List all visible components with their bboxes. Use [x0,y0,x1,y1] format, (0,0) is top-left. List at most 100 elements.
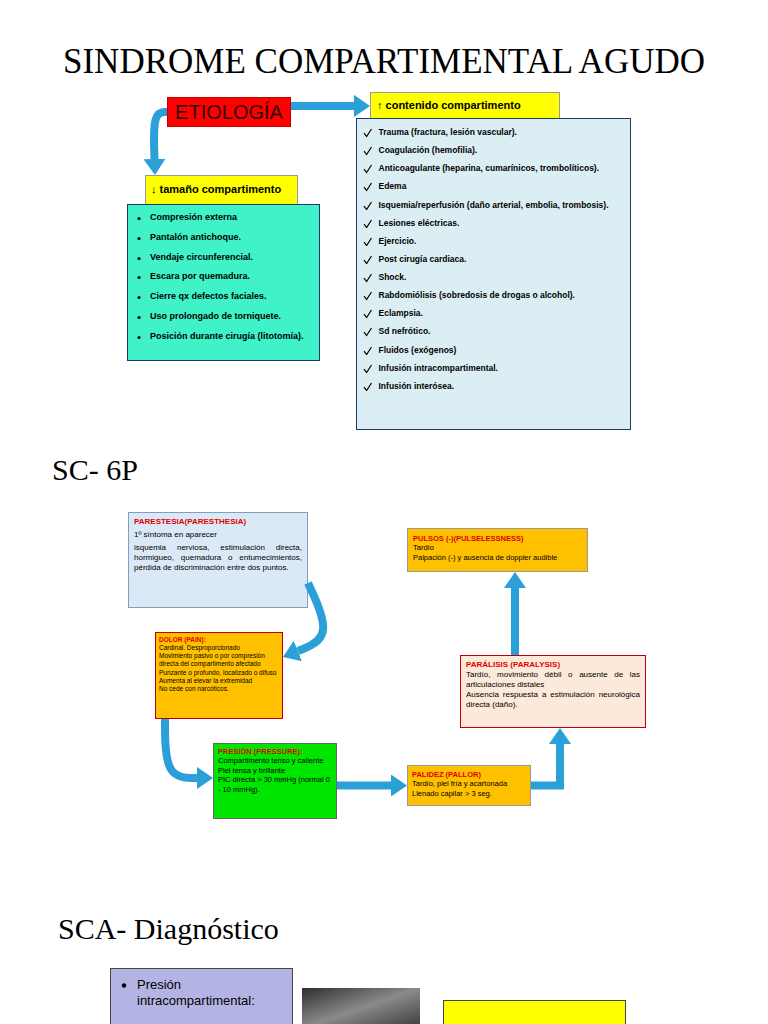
box-text: Compartimento tenso y caliente [218,756,332,765]
dot-bullet [134,292,144,302]
check-bullet [363,164,373,174]
photo-illustration [302,988,420,1024]
section-heading: SC- 6P [52,455,138,485]
check-bullet [363,255,373,265]
list-item: Anticoagulante (heparina, cumarínicos, t… [363,163,622,174]
list-item: Fluidos (exógenos) [363,345,622,356]
dot-bullet [134,332,144,342]
box-text: Palpación (-) y ausencia de doppler audi… [413,553,582,562]
label-box: ↓ tamaño compartimento [145,175,298,205]
check-mark [364,256,372,264]
empty-box [444,1001,626,1024]
box-text: ↓ tamaño compartimento [151,183,292,197]
box-text: Ausencia respuesta a estimulación neurol… [466,690,640,710]
box-text: Tardío [413,543,582,552]
list-item: Post cirugía cardiaca. [363,254,622,265]
box-text: Movimiento pasivo o por compresión direc… [159,652,279,668]
check-mark [364,365,372,373]
list-box: Trauma (fractura, lesión vascular).Coagu… [356,118,631,430]
list-item-text: Sd nefrótico. [379,326,431,337]
dot-bullet [134,312,144,322]
box-text: No cede con narcóticos. [159,685,279,693]
check-mark [364,274,372,282]
check-mark [364,220,372,228]
check-bullet [363,146,373,156]
box-text: Piel tensa y brillante [218,766,332,775]
symptom-box: PRESIÓN (PRESSURE):Compartimento tenso y… [213,743,337,819]
bullet-dot [137,335,140,338]
list-item-text: Lesiones eléctricas. [379,218,460,229]
check-bullet [363,291,373,301]
dot-bullet [134,233,144,243]
box-text: 1º síntoma en aparecer [134,530,302,540]
symptom-box: DOLOR (PAIN):Cardinal. DesproporcionadoM… [155,632,283,719]
check-bullet [363,273,373,283]
flow-arrow [165,719,197,778]
list-item: Compresión externa [134,212,313,223]
list-item-text: Post cirugía cardiaca. [379,254,467,265]
flow-arrow [531,744,560,786]
box-text: Tardío, piel fría y acartonada [412,779,526,788]
symptom-box: PULSOS (-)(PULSELESSNESS)TardíoPalpación… [407,528,588,572]
list-item: Infusión interósea. [363,381,622,392]
list-item-text: Cierre qx defectos faciales. [150,291,267,302]
box-text: Cardinal. Desproporcionado [159,644,279,652]
list-item-text: Eclampsia. [379,308,423,319]
check-bullet [363,327,373,337]
list-item-text: Anticoagulante (heparina, cumarínicos, t… [379,163,600,174]
list-box: Compresión externaPantalón antichoque.Ve… [127,204,320,361]
list-item: Shock. [363,272,622,283]
list-item: Infusión intracompartimental. [363,363,622,374]
list-item-text: Escara por quemadura. [150,271,250,282]
check-bullet [363,364,373,374]
box-text: Aumenta al elevar la extremidad [159,677,279,685]
list-item-text: Rabdomiólisis (sobredosis de drogas o al… [379,290,575,301]
list-item: Trauma (fractura, lesión vascular). [363,127,622,138]
flow-arrow [154,112,167,159]
box-heading: PARESTESIA(PARESTHESIA) [134,517,302,527]
list-item: Presión intracompartimental: [117,977,286,1010]
title: SINDROME COMPARTIMENTAL AGUDO [0,44,768,79]
list-item-text: Edema [379,181,407,192]
check-mark [364,292,372,300]
check-mark [364,165,372,173]
box-text: ↑ contenido compartimento [377,99,553,113]
section-heading: SCA- Diagnóstico [58,914,279,944]
symptom-box: PARÁLISIS (PARALYSIS)Tardío, movimiento … [460,655,646,728]
box-text: isquemia nerviosa, estimulación directa,… [134,543,302,573]
box-text: Punzante o profundo, localizado o difuso [159,669,279,677]
check-bullet [363,201,373,211]
dot-bullet [134,272,144,282]
list-item-text: Compresión externa [150,212,237,223]
flow-arrow [298,583,323,651]
list-item-text: Uso prolongado de torniquete. [150,311,281,322]
dot-bullet [134,213,144,223]
check-mark [364,383,372,391]
box-heading: PALIDEZ (PALLOR) [412,770,526,779]
list-item-text: Fluidos (exógenos) [379,345,457,356]
box-text: Llenado capilar > 3 seg. [412,789,526,798]
list-item-text: Shock. [379,272,407,283]
list-item-text: Isquemia/reperfusión (daño arterial, emb… [379,200,609,211]
box-heading: PRESIÓN (PRESSURE): [218,747,332,756]
check-bullet [363,346,373,356]
flow-arrow [291,102,354,110]
list-item-text: Presión intracompartimental: [137,977,286,1010]
check-bullet [363,237,373,247]
list-item-text: Posición durante cirugía (litotomía). [150,331,304,342]
check-bullet [363,382,373,392]
list-item-text: Infusión interósea. [379,381,455,392]
check-mark [364,129,372,137]
list-item: Posición durante cirugía (litotomía). [134,331,313,342]
list-item: Escara por quemadura. [134,271,313,282]
bullet-dot [137,276,140,279]
bullet-dot [137,237,140,240]
box-text: ETIOLOGÍA [175,100,283,125]
check-mark [364,183,372,191]
box-text: PIC directa > 30 mmHg (normal 0 - 10 mmH… [218,775,332,794]
list-item-text: Vendaje circunferencial. [150,252,253,263]
check-mark [364,147,372,155]
check-bullet [363,309,373,319]
symptom-box: PARESTESIA(PARESTHESIA) 1º síntoma en apa… [128,512,308,608]
